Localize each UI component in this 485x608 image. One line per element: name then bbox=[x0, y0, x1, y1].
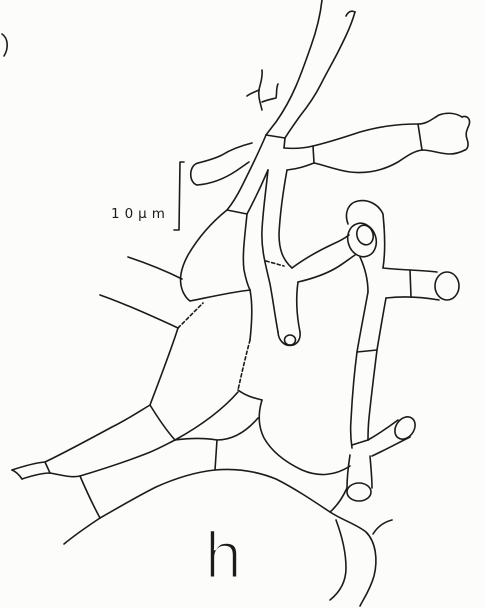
bottom-left-end bbox=[12, 470, 22, 479]
thin-hypha-right-wall-lower bbox=[297, 282, 300, 332]
whisker-lower bbox=[100, 295, 178, 328]
lower-capsule-right-wall bbox=[370, 456, 372, 488]
right-vertical-hypha bbox=[346, 201, 386, 448]
left-branch-top-wall bbox=[198, 143, 252, 163]
cell-diagonal-septum bbox=[150, 405, 175, 440]
diagonal-segment bbox=[227, 135, 268, 214]
thin-hypha-tip bbox=[278, 332, 300, 346]
cell-right-wall-mid bbox=[250, 290, 252, 340]
cell-bridge-wall bbox=[175, 418, 258, 440]
cell-left-dashed-septum bbox=[178, 303, 203, 328]
capsule-branch-tip bbox=[435, 272, 459, 300]
open-region-boundary bbox=[259, 400, 350, 475]
horizontal-hypha-septum-2 bbox=[418, 124, 422, 150]
lobe-inner-wall bbox=[330, 520, 346, 600]
upper-hypha-right-wall bbox=[285, 12, 355, 138]
cell-right-dashed-wall bbox=[238, 340, 250, 390]
horizontal-hypha bbox=[284, 113, 470, 172]
left-branch-bottom-wall bbox=[197, 162, 249, 185]
scale-bar-bracket bbox=[174, 162, 184, 230]
scale-bar-label: 10µm bbox=[111, 206, 170, 222]
cell-inner-boundary bbox=[175, 392, 238, 440]
panel-label: h bbox=[205, 518, 242, 592]
edge-fragment bbox=[2, 34, 7, 56]
capsule-link-wall bbox=[330, 488, 347, 512]
bottom-lower-wall bbox=[100, 469, 330, 518]
lower-capsule-left-wall bbox=[347, 455, 350, 488]
right-hypha-septum-2 bbox=[352, 440, 368, 445]
cell-arc bbox=[181, 210, 227, 301]
upper-hypha-septum bbox=[266, 135, 285, 138]
fine-branch bbox=[247, 70, 278, 110]
bottom-right-lobe bbox=[330, 512, 392, 606]
cell-right-wall-upper bbox=[243, 214, 250, 290]
upper-hypha bbox=[266, 0, 355, 148]
lobe-side-stub bbox=[373, 520, 392, 534]
right-hypha-left-wall-link bbox=[360, 257, 368, 292]
horizontal-hypha-septum-1 bbox=[313, 146, 314, 163]
whisker-upper bbox=[128, 257, 182, 279]
cell-top-wall bbox=[190, 290, 250, 301]
upper-capsule-tip bbox=[391, 413, 420, 443]
cell-left-wall bbox=[150, 328, 178, 405]
lower-capsule-tip bbox=[347, 483, 371, 501]
upper-capsule-bottom-wall bbox=[372, 437, 410, 456]
upper-hypha-left-wall bbox=[266, 0, 322, 135]
fine-branch-left bbox=[247, 90, 259, 96]
left-branch-tip bbox=[191, 163, 198, 185]
right-hypha-right-wall-lower bbox=[368, 298, 386, 440]
bulb-inner bbox=[354, 223, 375, 247]
cell-network bbox=[100, 210, 350, 475]
junction-wall bbox=[284, 138, 285, 148]
thin-hypha-left-wall bbox=[262, 170, 278, 332]
horizontal-hypha-tip bbox=[462, 116, 470, 150]
bottom-left-lower-wall bbox=[22, 440, 175, 479]
capsule-branch bbox=[383, 268, 459, 300]
diagonal-segment-septum bbox=[227, 210, 247, 214]
scale-bar: 10µm bbox=[111, 162, 184, 230]
left-branch bbox=[191, 143, 252, 185]
bottom-left-hyphae bbox=[12, 405, 347, 544]
thin-hypha bbox=[262, 170, 300, 346]
thin-hypha-dashed-septum bbox=[266, 261, 284, 266]
horizontal-hypha-top-wall bbox=[284, 113, 462, 148]
capsule-branch-bottom-wall bbox=[386, 297, 439, 300]
thin-hypha-tip-pore bbox=[285, 335, 296, 345]
bottom-left-septum bbox=[45, 462, 50, 473]
right-hypha-right-wall-upper bbox=[383, 226, 385, 268]
upper-capsule-top-wall bbox=[368, 420, 398, 440]
right-hypha-septum-1 bbox=[357, 350, 377, 352]
bulb-branch-top-wall bbox=[292, 235, 349, 268]
bottom-left-cross-wall bbox=[80, 476, 100, 518]
lobe-outer-wall bbox=[330, 512, 376, 606]
right-hypha-cap bbox=[346, 201, 384, 226]
cell-right-wall-lower bbox=[238, 390, 262, 400]
cell-vertical-septum bbox=[215, 440, 217, 470]
thin-hypha-right-wall-upper bbox=[279, 170, 292, 268]
bulb-branch bbox=[292, 220, 381, 282]
bottom-left-stub bbox=[64, 518, 100, 544]
right-hypha-left-wall-lower bbox=[351, 292, 368, 448]
lower-capsules bbox=[347, 413, 419, 501]
fine-branch-right bbox=[262, 84, 278, 102]
capsule-branch-septum bbox=[410, 270, 411, 297]
